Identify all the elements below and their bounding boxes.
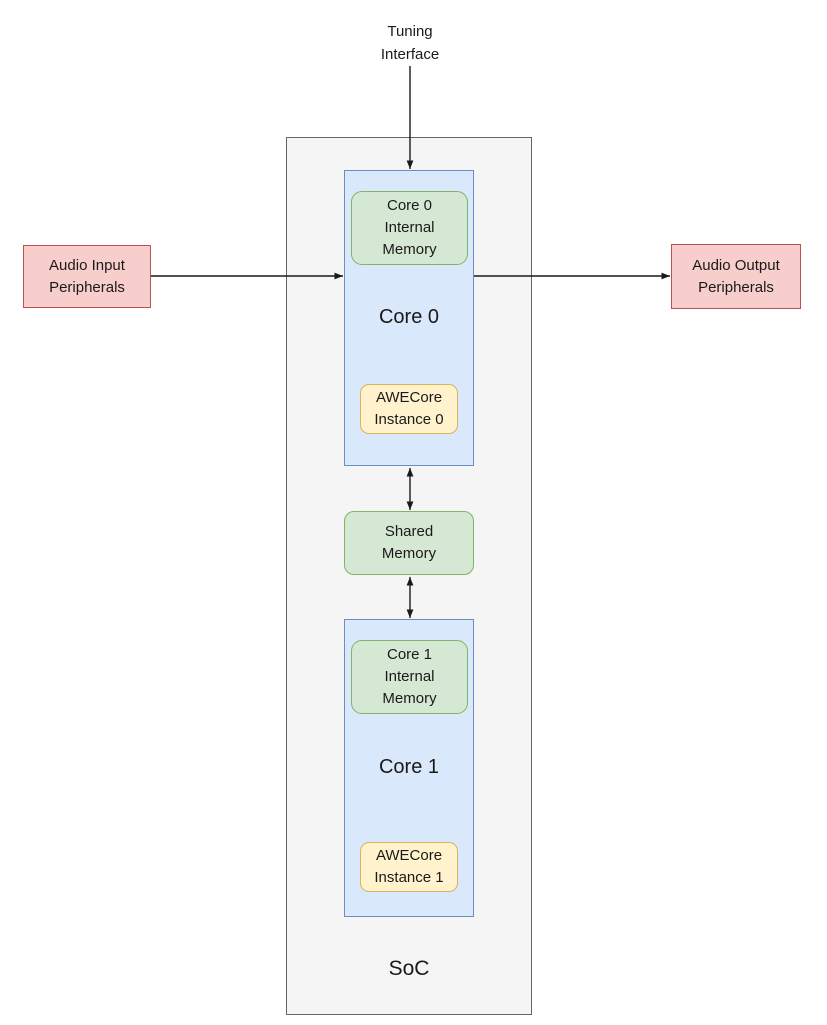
audio-output-peripherals-box: Audio Output Peripherals — [671, 244, 801, 309]
shared-memory-label: Shared Memory — [381, 523, 437, 562]
core1-internal-memory-label: Core 1 Internal Memory — [382, 646, 437, 707]
audio-input-peripherals-box: Audio Input Peripherals — [23, 245, 151, 308]
tuning-interface-label: Tuning Interface — [380, 23, 440, 63]
core0-label: Core 0 — [378, 306, 440, 328]
awecore-instance1-label: AWECore Instance 1 — [374, 847, 444, 886]
awecore-instance0-box: AWECore Instance 0 — [360, 384, 458, 434]
awecore-instance1-box: AWECore Instance 1 — [360, 842, 458, 892]
awecore-instance0-label: AWECore Instance 0 — [374, 389, 444, 428]
core1-label: Core 1 — [378, 756, 440, 778]
audio-output-peripherals-label: Audio Output Peripherals — [692, 256, 780, 296]
core0-internal-memory-box: Core 0 Internal Memory — [351, 191, 468, 265]
core1-internal-memory-box: Core 1 Internal Memory — [351, 640, 468, 714]
shared-memory-box: Shared Memory — [344, 511, 474, 575]
soc-label: SoC — [388, 957, 430, 980]
audio-input-peripherals-label: Audio Input Peripherals — [49, 256, 125, 296]
core0-internal-memory-label: Core 0 Internal Memory — [382, 197, 437, 258]
